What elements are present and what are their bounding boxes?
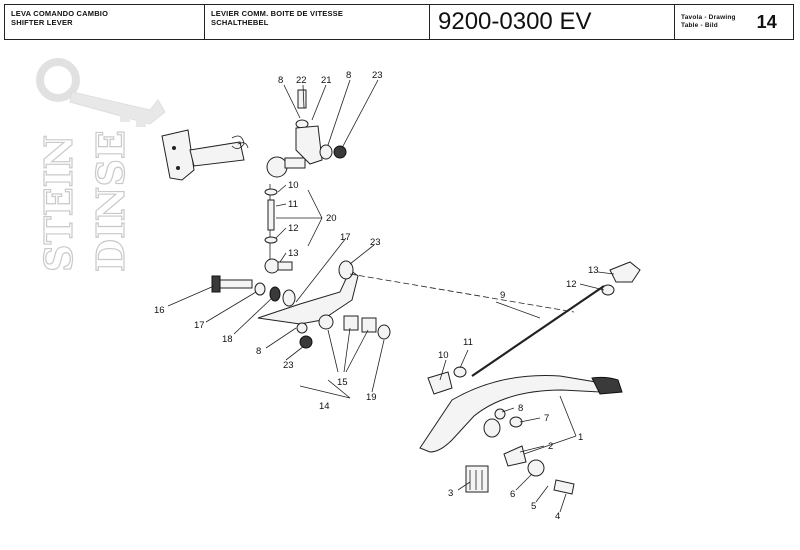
callout-8-top: 8 <box>346 70 351 81</box>
bracket-assembly <box>161 129 249 181</box>
callout-labels: 8 22 21 8 23 10 11 20 12 13 17 23 16 17 … <box>154 70 599 522</box>
callout-12-right: 12 <box>566 279 577 290</box>
leader-lines <box>167 79 615 513</box>
callout-1: 1 <box>578 432 583 443</box>
callout-21: 21 <box>321 75 332 86</box>
upper-ball-joint <box>264 89 347 274</box>
exploded-view-diagram: STEIN DINSE <box>35 58 641 522</box>
callout-8-upper: 8 <box>278 75 283 86</box>
callout-15: 15 <box>337 377 348 388</box>
table-label-line-2: Table - Bild <box>681 22 718 29</box>
title-cell-french-german: LEVIER COMM. BOITE DE VITESSE SCHALTHEBE… <box>205 5 430 39</box>
key-logo-icon <box>36 58 166 127</box>
callout-5: 5 <box>531 501 536 512</box>
callout-7: 7 <box>544 413 549 424</box>
table-label-line-1: Tavola - Drawing <box>681 14 736 21</box>
middle-lever-assembly <box>211 260 391 349</box>
gear-shift-lever <box>419 375 623 495</box>
watermark-text-dinse: DINSE <box>88 130 133 272</box>
callout-8-middle: 8 <box>256 346 261 357</box>
shift-rod <box>349 261 641 395</box>
callout-10-upper: 10 <box>288 180 299 191</box>
title-cell-italian-english: LEVA COMANDO CAMBIO SHIFTER LEVER <box>5 5 205 39</box>
table-label: Tavola - Drawing Table - Bild <box>681 14 736 30</box>
watermark: STEIN DINSE <box>35 58 166 273</box>
callout-23-top: 23 <box>372 70 383 81</box>
callout-13-upper: 13 <box>288 248 299 259</box>
watermark-text-stein: STEIN <box>36 135 81 272</box>
drawing-code: 9200-0300 EV <box>430 5 675 39</box>
callout-6: 6 <box>510 489 515 500</box>
callout-14: 14 <box>319 401 330 412</box>
callout-17-upper: 17 <box>340 232 351 243</box>
table-number: 14 <box>756 11 777 32</box>
callout-23-lower: 23 <box>283 360 294 371</box>
callout-2: 2 <box>548 441 553 452</box>
callout-8-lower: 8 <box>518 403 523 414</box>
callout-9: 9 <box>500 290 505 301</box>
callout-13-right: 13 <box>588 265 599 276</box>
callout-22: 22 <box>296 75 307 86</box>
title-french: LEVIER COMM. BOITE DE VITESSE <box>211 9 344 18</box>
callout-4: 4 <box>555 511 560 522</box>
callout-11-lower: 11 <box>463 337 473 348</box>
title-english: SHIFTER LEVER <box>11 18 73 27</box>
callout-12-upper: 12 <box>288 223 299 234</box>
callout-18: 18 <box>222 334 233 345</box>
title-german: SCHALTHEBEL <box>211 18 269 27</box>
title-italian: LEVA COMANDO CAMBIO <box>11 9 109 18</box>
callout-17-lower: 17 <box>194 320 205 331</box>
callout-20: 20 <box>326 213 337 224</box>
callout-23-middle: 23 <box>370 237 381 248</box>
callout-19: 19 <box>366 392 377 403</box>
table-cell: Tavola - Drawing Table - Bild 14 <box>675 5 793 39</box>
callout-3: 3 <box>448 488 453 499</box>
title-block: LEVA COMANDO CAMBIO SHIFTER LEVER LEVIER… <box>4 4 794 40</box>
callout-10-lower: 10 <box>438 350 449 361</box>
callout-11-upper: 11 <box>288 199 298 210</box>
callout-16: 16 <box>154 305 165 316</box>
